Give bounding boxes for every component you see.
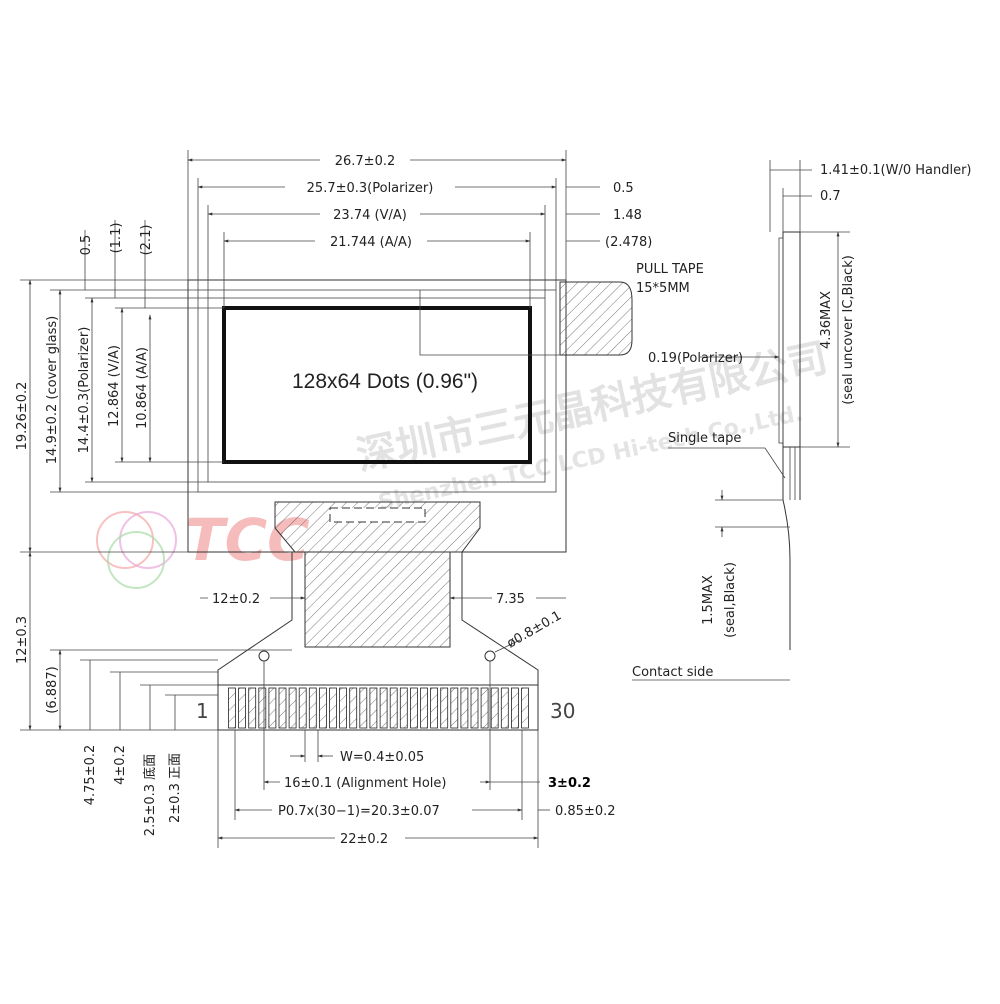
dim-top-offset-2: (1.1) [109,223,124,254]
left-dimensions: 19.26±0.2 14.9±0.2 (cover glass) 14.4±0.… [15,220,292,836]
fpc-pin [450,687,459,729]
fpc-pin [510,687,519,729]
side-view: 1.41±0.1(W/0 Handler) 0.7 0.19(Polarizer… [632,160,971,681]
fpc-neck [304,551,451,648]
dim-right-polarizer: 0.5 [613,181,634,196]
fpc-edges [217,552,539,690]
side-polarizer-thk: 0.19(Polarizer) [648,351,743,366]
fpc-pin [359,687,368,729]
fpc-pin [490,687,499,729]
fpc-pin [298,687,307,729]
dim-va-height: 12.864 (V/A) [107,345,122,427]
side-fpc [782,447,801,650]
fpc-pin [480,687,489,729]
fpc-pin [258,687,267,729]
polarizer-outline [197,289,557,493]
pull-tape-label: PULL TAPE [636,262,704,277]
fpc-pin [369,687,378,729]
fpc-pin [430,687,439,729]
dim-cover-glass: 14.9±0.2 (cover glass) [45,316,60,464]
pull-tape [559,281,633,356]
display-label: 128x64 Dots (0.96") [292,370,478,393]
dim-right-va: 1.48 [613,208,642,223]
alignment-hole-left [258,650,270,662]
side-seal-ic: (seal uncover IC,Black) [841,255,856,405]
dim-aa-height: 10.864 (A/A) [135,347,150,429]
dim-2: 2±0.3 正面 [168,753,183,823]
dim-top-offset-1: 0.5 [79,235,94,256]
dim-polarizer-height: 14.4±0.3(Polarizer) [77,327,92,454]
dim-fpc-right: 7.35 [496,592,525,607]
dim-edge: 0.85±0.2 [555,804,616,819]
side-max-1-5: 1.5MAX [701,575,716,625]
active-area [222,306,532,464]
dim-fpc-length: 12±0.3 [15,616,30,664]
fpc-dimensions: 12±0.2 7.35 ø0.8±0.1 W=0.4±0.05 16±0.1 (… [200,588,616,848]
alignment-hole-right [484,650,496,662]
fpc-pin [500,687,509,729]
fpc-pin [409,687,418,729]
logo-circles [96,511,177,589]
dim-fpc-sub: (6.887) [45,666,60,713]
dim-fpc-total: 22±0.2 [340,832,388,847]
fpc-pin [329,687,337,729]
dim-4-75: 4.75±0.2 [83,745,98,806]
fpc-pin [268,687,277,729]
viewing-area [207,297,546,483]
dim-overall-width: 26.7±0.2 [335,154,396,169]
side-single-tape: Single tape [668,431,741,446]
dim-top-offset-3: (2.1) [139,225,154,256]
dim-4: 4±0.2 [113,745,128,785]
fpc-pin [318,687,327,729]
front-view: 128x64 Dots (0.96") PULL TAPE 15*5MM 1 3… [187,262,704,731]
fpc-tail [217,684,539,731]
side-max-4-36: 4.36MAX [819,291,834,349]
fpc-pins [228,687,529,729]
fpc-pin [339,687,348,729]
dim-2-5: 2.5±0.3 底面 [142,754,158,836]
dim-alignment: 16±0.1 (Alignment Hole) [284,776,446,791]
pull-tape-leader [419,290,560,356]
fpc-pin [288,687,297,729]
side-0-7: 0.7 [820,189,841,204]
pin-30-label: 30 [550,699,575,723]
dim-right-aa: (2.478) [605,235,652,250]
fpc-pin [440,687,449,729]
fpc-pin [379,687,388,729]
dim-aa-width: 21.744 (A/A) [330,235,412,250]
side-polarizer [778,237,784,444]
dim-polarizer-width: 25.7±0.3(Polarizer) [307,181,434,196]
dim-va-width: 23.74 (V/A) [333,208,407,223]
dim-pin-width: W=0.4±0.05 [340,750,424,765]
pull-tape-size: 15*5MM [636,281,690,296]
fpc-pin [420,687,428,729]
fpc-pin [389,687,398,729]
dim-overall-height: 19.26±0.2 [15,382,30,451]
side-thickness: 1.41±0.1(W/0 Handler) [820,163,971,178]
dim-bold-3: 3±0.2 [548,776,591,791]
fpc-pin [228,687,236,729]
fpc-pin [521,687,529,729]
side-contact-side: Contact side [632,665,713,680]
fpc-pin [460,687,469,729]
fpc-pin [248,687,257,729]
fpc-pin [238,687,247,729]
dim-hole: ø0.8±0.1 [505,608,565,651]
side-seal-black: (seal,Black) [723,562,738,638]
fpc-pin [278,687,287,729]
top-dimensions: 26.7±0.2 25.7±0.3(Polarizer) 0.5 23.74 (… [187,150,652,308]
fpc-pin [399,687,408,729]
fpc-pin [349,687,358,729]
dim-pitch: P0.7x(30−1)=20.3±0.07 [278,804,440,819]
fpc-ic [329,507,426,523]
pin-1-label: 1 [196,699,209,723]
fpc-pin [308,687,317,729]
fpc-pin [470,687,479,729]
dim-fpc-left: 12±0.2 [212,592,260,607]
